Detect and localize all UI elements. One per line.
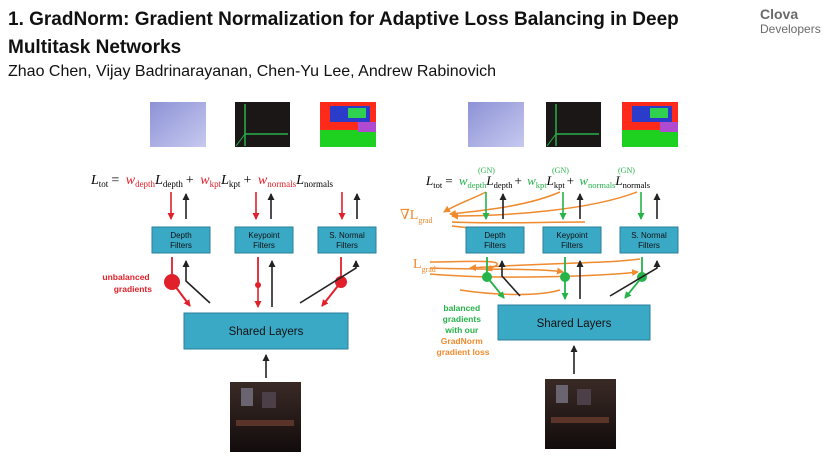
depth-output-image-right [468,102,524,147]
right-panel: Ltot= wdepthLdepth+ wkptLkpt+ wnormalsLn… [400,102,679,449]
grad-nabla-label: ∇Lgrad [400,208,433,225]
balanced-gradients-note: balanced gradients with our GradNorm gra… [437,303,490,357]
normals-output-image-right [622,102,678,147]
depth-output-image [150,102,206,147]
logo-line-2: Developers [760,22,821,36]
left-input-image [230,382,301,452]
normals-output-image [320,102,376,147]
left-filter-normals: S. Normal Filters [317,226,377,254]
left-gradient-arrows [164,257,360,308]
svg-text:Filters: Filters [484,241,506,250]
svg-text:Keypoint: Keypoint [248,231,280,240]
left-shared-layers: Shared Layers [183,312,349,350]
svg-text:Shared Layers: Shared Layers [537,318,612,330]
svg-text:Depth: Depth [484,231,505,240]
right-loss-arrows [482,192,661,220]
svg-text:(GN): (GN) [618,166,635,175]
clova-logo: Clova Developers [760,7,821,37]
svg-text:Filters: Filters [170,241,192,250]
keypoint-output-image-right [546,102,601,147]
right-shared-layers: Shared Layers [497,304,651,341]
gradnorm-orange-arrows [429,191,641,296]
svg-text:S. Normal: S. Normal [631,231,667,240]
left-filter-keypoint: Keypoint Filters [234,226,294,254]
slide-title: 1. GradNorm: Gradient Normalization for … [8,9,679,58]
left-panel: Ltot= wdepthLdepth+ wkptLkpt+ wnormalsLn… [90,102,377,452]
svg-text:Filters: Filters [253,241,275,250]
right-filter-normals: S. Normal Filters [619,226,679,254]
left-loss-arrows [167,192,361,220]
svg-text:S. Normal: S. Normal [329,231,365,240]
gn-superscripts: (GN) (GN) (GN) [478,166,635,175]
svg-text:Filters: Filters [638,241,660,250]
svg-text:Filters: Filters [336,241,358,250]
unbalanced-gradients-note: unbalanced gradients [102,272,152,294]
svg-text:(GN): (GN) [478,166,495,175]
right-gradient-arrows [482,257,661,300]
svg-text:Depth: Depth [170,231,191,240]
right-filter-depth: Depth Filters [465,226,525,254]
right-filter-keypoint: Keypoint Filters [542,226,602,254]
logo-line-1: Clova [760,6,799,22]
svg-text:Filters: Filters [561,241,583,250]
svg-text:(GN): (GN) [552,166,569,175]
slide-authors: Zhao Chen, Vijay Badrinarayanan, Chen-Yu… [8,63,497,80]
keypoint-output-image [235,102,290,147]
grad-loss-label: Lgrad [413,257,436,274]
svg-text:Shared Layers: Shared Layers [229,326,304,338]
right-input-image [545,379,616,449]
left-filter-depth: Depth Filters [151,226,211,254]
loss-equation-right: Ltot= wdepthLdepth+ wkptLkpt+ wnormalsLn… [425,173,650,190]
svg-text:Keypoint: Keypoint [556,231,588,240]
loss-equation-left: Ltot= wdepthLdepth+ wkptLkpt+ wnormalsLn… [90,173,333,189]
